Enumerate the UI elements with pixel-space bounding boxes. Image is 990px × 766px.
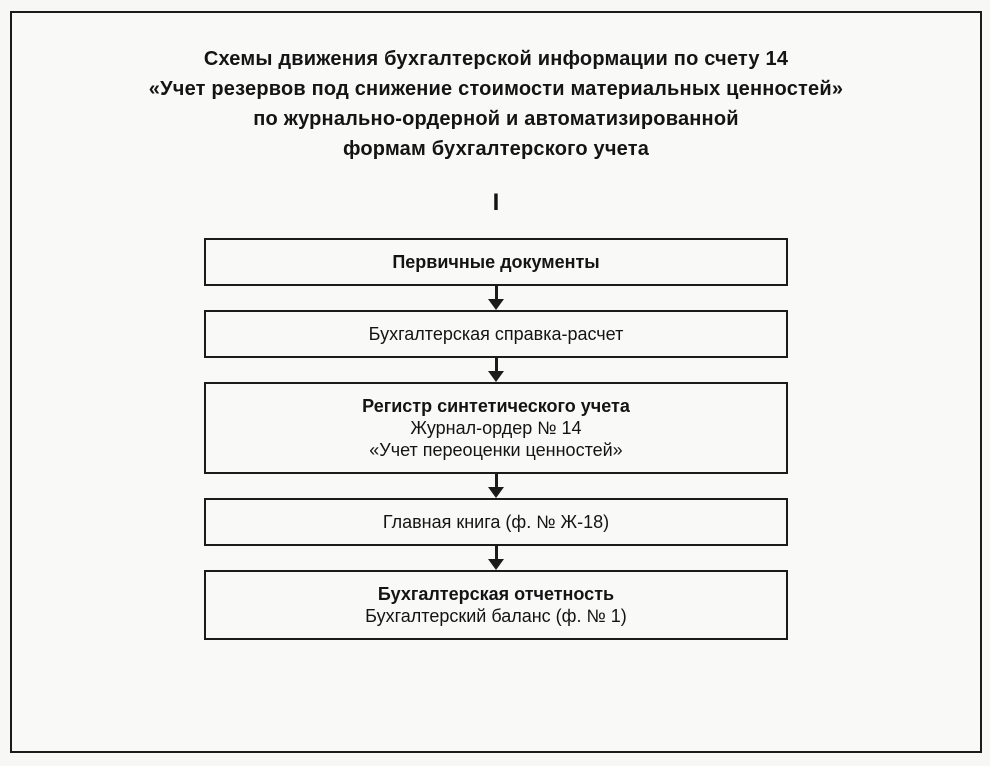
flow-box-text: Журнал-ордер № 14 [410, 418, 582, 438]
flow-box-general-ledger: Главная книга (ф. № Ж-18) [204, 498, 788, 546]
flow-box-accounting-note-calculation: Бухгалтерская справка-расчет [204, 310, 788, 358]
title-line: по журнально-ордерной и автоматизированн… [253, 108, 739, 130]
arrow-down-connector [204, 546, 788, 570]
arrow-head-icon [488, 487, 504, 498]
flowchart: Первичные документы Бухгалтерская справк… [204, 238, 788, 640]
arrow-stem [494, 358, 498, 371]
arrow-down-connector [204, 358, 788, 382]
arrow-head-icon [488, 559, 504, 570]
flow-box-text: Первичные документы [392, 252, 600, 272]
arrow-down-connector [204, 474, 788, 498]
title-line: формам бухгалтерского учета [342, 138, 650, 160]
flow-box-primary-documents: Первичные документы [204, 238, 788, 286]
title-line: Схемы движения бухгалтерской информации … [203, 48, 789, 70]
arrow-head-icon [488, 371, 504, 382]
flow-box-text: Регистр синтетического учета [362, 396, 630, 416]
section-numeral-label: I [492, 189, 500, 216]
flow-box-text: Бухгалтерская отчетность [377, 584, 615, 604]
flow-box-text: Бухгалтерский баланс (ф. № 1) [365, 606, 627, 626]
arrow-stem [494, 546, 498, 559]
diagram-title: Схемы движения бухгалтерской информации … [12, 44, 980, 164]
diagram-outer-frame: Схемы движения бухгалтерской информации … [10, 11, 982, 753]
arrow-down-connector [204, 286, 788, 310]
flow-box-accounting-reports: Бухгалтерская отчетность Бухгалтерский б… [204, 570, 788, 640]
flow-box-text: Бухгалтерская справка-расчет [368, 324, 624, 344]
arrow-stem [494, 286, 498, 299]
title-line: «Учет резервов под снижение стоимости ма… [148, 78, 844, 100]
arrow-head-icon [488, 299, 504, 310]
flow-box-synthetic-accounting-register: Регистр синтетического учета Журнал-орде… [204, 382, 788, 474]
flow-box-text: Главная книга (ф. № Ж-18) [382, 512, 610, 532]
flow-box-text: «Учет переоценки ценностей» [369, 440, 623, 460]
arrow-stem [494, 474, 498, 487]
